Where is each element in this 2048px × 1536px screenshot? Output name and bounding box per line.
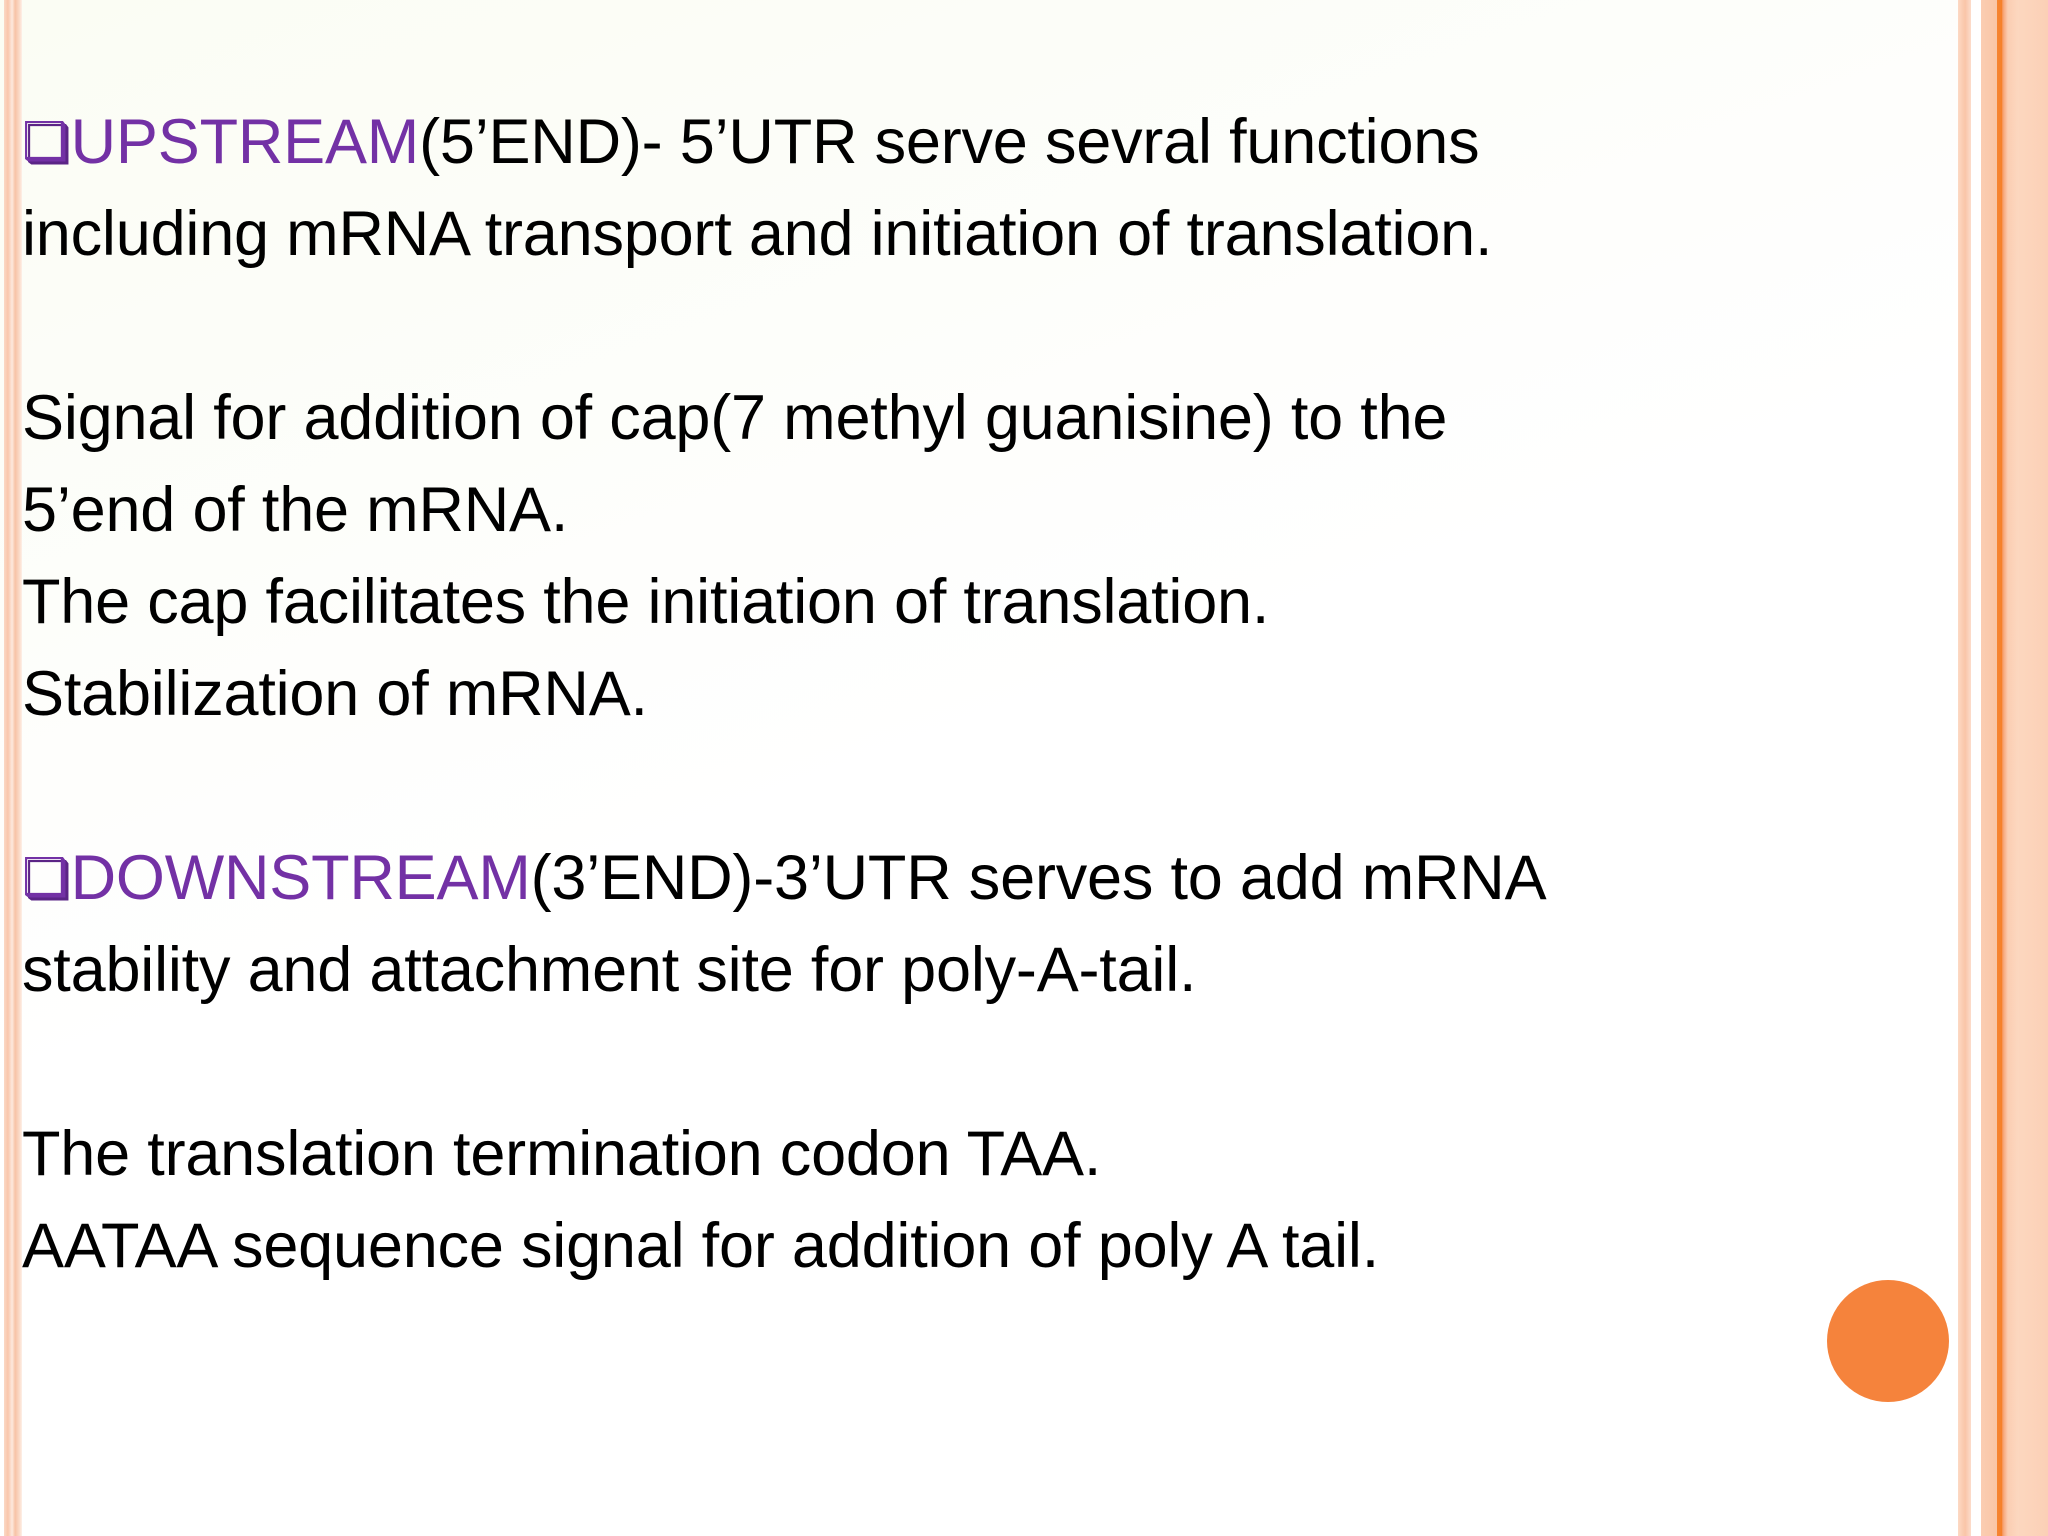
cap-signal-line3: The cap facilitates the initiation of tr… (22, 567, 1270, 637)
termination-line1: The translation termination codon TAA. (22, 1119, 1102, 1189)
termination-line2: AATAA sequence signal for addition of po… (22, 1211, 1380, 1281)
right-border-white-gap (1971, 0, 1981, 1536)
upstream-line1-rest: (5’END)- 5’UTR serve sevral functions (419, 107, 1480, 177)
right-peach-border-thin-stripe (1958, 0, 1971, 1536)
right-border-orange-line (1997, 0, 2002, 1536)
square-bullet-icon: ❑ (22, 112, 69, 172)
keyword-upstream: UPSTREAM (70, 107, 420, 177)
cap-signal-line4: Stabilization of mRNA. (22, 659, 648, 729)
keyword-downstream: DOWNSTREAM (70, 843, 531, 913)
spacer-1 (22, 280, 1958, 372)
bullet-line-upstream: ❑UPSTREAM(5’END)- 5’UTR serve sevral fun… (22, 96, 1958, 188)
bullet-line-downstream: ❑DOWNSTREAM(3’END)-3’UTR serves to add m… (22, 832, 1958, 924)
left-peach-border (4, 0, 22, 1536)
upstream-line2: including mRNA transport and initiation … (22, 199, 1493, 269)
cap-signal-line1: Signal for addition of cap(7 methyl guan… (22, 383, 1448, 453)
spacer-3 (22, 1016, 1958, 1108)
right-peach-border (1981, 0, 2048, 1536)
downstream-line2: stability and attachment site for poly-A… (22, 935, 1197, 1005)
orange-circle-decoration (1827, 1280, 1949, 1402)
slide-body-text: ❑UPSTREAM(5’END)- 5’UTR serve sevral fun… (22, 96, 1958, 1292)
downstream-line1-rest: (3’END)-3’UTR serves to add mRNA (530, 843, 1547, 913)
spacer-2 (22, 740, 1958, 832)
cap-signal-line2: 5’end of the mRNA. (22, 475, 569, 545)
square-bullet-icon: ❑ (22, 848, 69, 908)
